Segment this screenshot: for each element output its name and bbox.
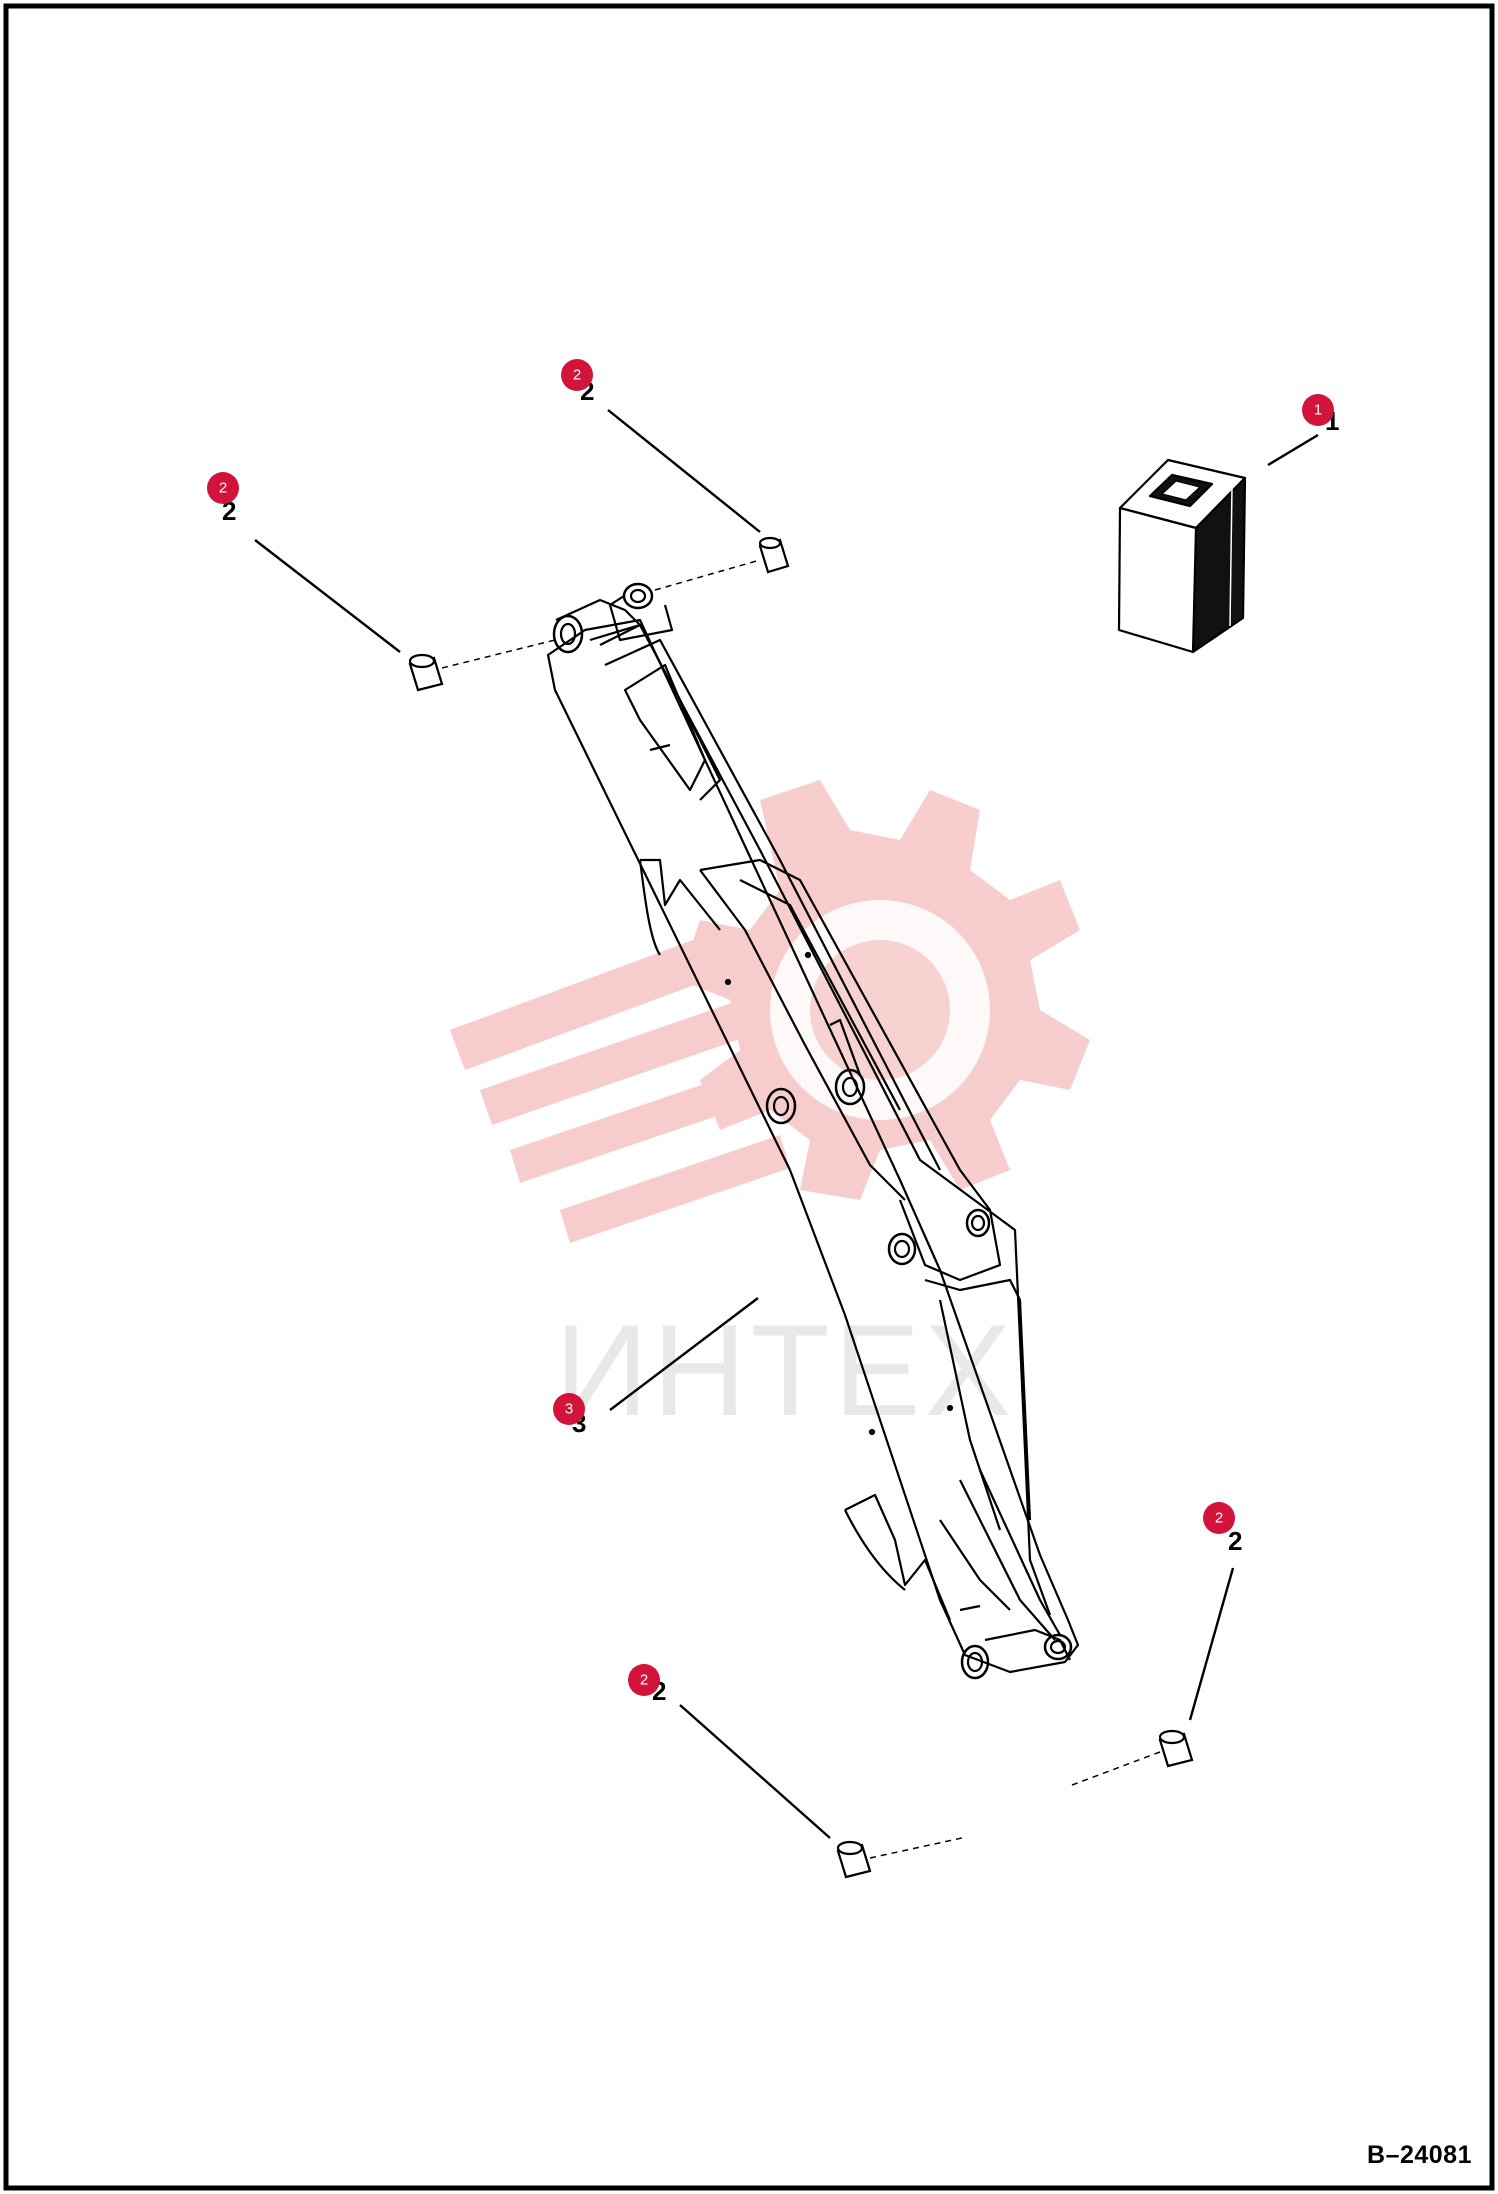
watermark-logo [450, 780, 1090, 1243]
callout-marker-2-top-left[interactable]: 2 [207, 472, 239, 504]
callout-marker-3[interactable]: 3 [553, 1393, 585, 1425]
svg-text:2: 2 [1215, 1510, 1223, 1527]
kit-box [1117, 458, 1247, 654]
bushing-bottom-left [836, 1840, 872, 1879]
bushing-bottom-right [1158, 1729, 1194, 1768]
callout-marker-1[interactable]: 1 [1302, 394, 1334, 426]
drawing-code: B–24081 [1367, 2141, 1472, 2169]
svg-text:2: 2 [219, 480, 227, 497]
pin-axis-lines [441, 559, 1161, 1859]
svg-text:2: 2 [573, 367, 581, 384]
drawing-border [3, 3, 1495, 2191]
callout-marker-2-bottom-right[interactable]: 2 [1203, 1502, 1235, 1534]
callout-marker-2-top-center[interactable]: 2 [561, 359, 593, 391]
bushing-top-left [408, 653, 444, 692]
arm-assembly [546, 582, 1080, 1680]
bushing-top-center [758, 536, 790, 574]
item-number-2c: 2 [1228, 1526, 1242, 1556]
callout-markers: 1 2 2 3 2 2 [207, 359, 1334, 1696]
leader-lines [254, 409, 1319, 1839]
svg-text:3: 3 [565, 1401, 573, 1418]
svg-text:1: 1 [1314, 402, 1322, 419]
svg-text:2: 2 [640, 1672, 648, 1689]
callout-marker-2-bottom-left[interactable]: 2 [628, 1664, 660, 1696]
watermark-text: ИНТЕХ [555, 1297, 1015, 1443]
